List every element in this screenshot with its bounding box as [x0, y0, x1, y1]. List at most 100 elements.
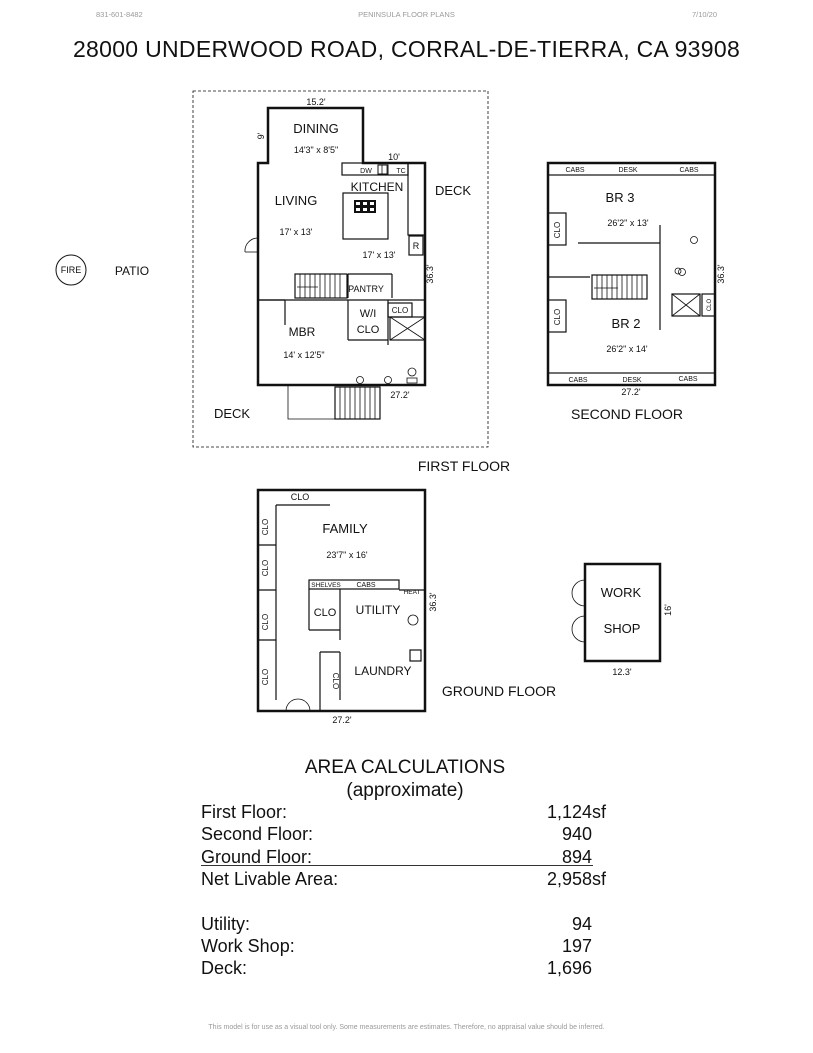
dim-second-floor-width: 27.2'	[621, 387, 641, 397]
bath-closet-label-2: CLO	[707, 299, 713, 312]
room-living: LIVING	[275, 193, 318, 208]
room-dining-dim: 14'3" x 8'5"	[294, 145, 338, 155]
deck-label-bottom: DECK	[214, 406, 250, 421]
dim-first-floor-depth: 36.3'	[425, 264, 435, 284]
room-family: FAMILY	[322, 521, 368, 536]
area-row-label: First Floor:	[201, 802, 288, 822]
workshop-label-work: WORK	[601, 585, 642, 600]
area-row-label: Second Floor:	[201, 824, 314, 844]
first-floor-label: FIRST FLOOR	[418, 458, 510, 474]
second-floor-label: SECOND FLOOR	[571, 406, 683, 422]
ground-floor-label: GROUND FLOOR	[442, 683, 556, 699]
br2-closet-label: CLO	[553, 309, 562, 325]
utility-closet-label: CLO	[314, 607, 337, 619]
cabs-bottom-right: CABS	[678, 376, 697, 383]
area-row-label: Work Shop:	[201, 936, 295, 956]
room-kitchen: KITCHEN	[351, 180, 404, 194]
area-row-value: 940	[561, 824, 592, 844]
area-row-value: 197	[561, 936, 592, 956]
shower	[389, 316, 426, 341]
cabs-label: CABS	[356, 582, 375, 589]
room-br3: BR 3	[606, 190, 635, 205]
area-row-value: 1,696	[546, 958, 592, 978]
second-floor-shower	[671, 293, 701, 317]
area-row: Ground Floor: 894	[200, 847, 592, 869]
room-living-dim: 17' x 13'	[280, 227, 313, 237]
area-row-value: 2,958sf	[546, 869, 606, 889]
area-subtotal-rule	[201, 865, 593, 866]
room-br2: BR 2	[612, 316, 641, 331]
ground-closet-left-4: CLO	[261, 669, 270, 685]
ground-closet-left-2: CLO	[261, 560, 270, 576]
area-row: Net Livable Area: 2,958sf	[200, 869, 606, 891]
area-row-value: 894	[561, 847, 592, 867]
cooktop-icon	[354, 200, 376, 213]
area-row-value: 1,124sf	[546, 802, 606, 822]
area-row-label: Deck:	[201, 958, 248, 978]
cabs-top-left: CABS	[565, 167, 584, 174]
room-br2-dim: 26'2" x 14'	[606, 344, 647, 354]
refrigerator-label: R	[413, 241, 420, 251]
room-utility: UTILITY	[356, 603, 401, 617]
laundry-closet-label: CLO	[331, 673, 340, 689]
room-kitchen-dim: 17' x 13'	[363, 250, 396, 260]
room-family-dim: 23'7" x 16'	[326, 550, 367, 560]
area-row: Second Floor: 940	[200, 824, 592, 846]
heat-label: HEAT	[404, 589, 421, 596]
dim-ground-floor-width: 27.2'	[332, 715, 352, 725]
br3-closet-label: CLO	[553, 222, 562, 238]
ground-closet-left-3: CLO	[261, 614, 270, 630]
room-laundry: LAUNDRY	[354, 664, 411, 678]
patio-label: PATIO	[115, 264, 149, 278]
disclaimer-footer: This model is for use as a visual tool o…	[208, 1024, 605, 1031]
workshop-walls	[583, 562, 662, 663]
deck-label-right: DECK	[435, 183, 471, 198]
header-company: PENINSULA FLOOR PLANS	[358, 10, 455, 19]
desk-bottom: DESK	[622, 377, 641, 384]
trash-compactor-label: TC	[396, 168, 405, 175]
desk-top: DESK	[618, 167, 637, 174]
dim-workshop-width: 12.3'	[612, 667, 632, 677]
water-heater-icon	[407, 614, 419, 626]
header-phone: 831-601-8482	[96, 10, 143, 19]
first-floor-stairs	[294, 273, 348, 299]
ground-floor-exterior-walls	[256, 488, 427, 713]
dim-dining-depth: 9'	[256, 132, 266, 139]
cabs-bottom-left: CABS	[568, 377, 587, 384]
area-row-label: Ground Floor:	[201, 847, 313, 867]
fire-label: FIRE	[61, 265, 82, 275]
room-walk-in: W/I	[360, 308, 377, 320]
kitchen-island	[342, 192, 389, 240]
area-row: First Floor: 1,124sf	[200, 802, 606, 824]
workshop-plan: WORK SHOP 16' 12.3'	[571, 562, 673, 677]
header-date: 7/10/20	[692, 10, 718, 19]
fire-pit-icon	[55, 254, 87, 286]
area-subtitle: (approximate)	[346, 780, 464, 801]
toilet-icon	[407, 367, 417, 377]
dim-ground-floor-depth: 36.3'	[428, 592, 438, 612]
bath-closet-label: CLO	[392, 306, 408, 315]
ground-floor-plan: CLO FAMILY 23'7" x 16' CLO CLO CLO CLO S…	[256, 488, 556, 725]
ground-closet-left-1: CLO	[261, 519, 270, 535]
refrigerator	[408, 235, 424, 256]
deck-outline	[192, 90, 489, 448]
room-walk-in-closet: CLO	[357, 324, 380, 336]
dim-kitchen-step: 10'	[388, 152, 400, 162]
cabs-top-right: CABS	[679, 167, 698, 174]
shelves-label: SHELVES	[311, 582, 341, 589]
area-row: Utility: 94	[200, 914, 592, 936]
room-br3-dim: 26'2" x 13'	[607, 218, 648, 228]
second-floor-plan: CABS DESK CABS BR 3 26'2" x 13' BR 2 26'…	[546, 161, 726, 422]
first-floor-exterior-walls	[256, 106, 427, 387]
room-mbr: MBR	[289, 325, 316, 339]
dishwasher-label: DW	[360, 168, 372, 175]
area-row-label: Utility:	[201, 914, 250, 934]
laundry-sink-icon	[409, 649, 422, 662]
room-pantry: PANTRY	[348, 284, 384, 294]
room-dining: DINING	[293, 121, 339, 136]
room-mbr-dim: 14' x 12'5"	[283, 350, 324, 360]
workshop-label-shop: SHOP	[604, 621, 641, 636]
dim-second-floor-depth: 36.3'	[716, 264, 726, 284]
first-floor-plan: DINING 14'3" x 8'5" LIVING 17' x 13' KIT…	[55, 90, 510, 474]
